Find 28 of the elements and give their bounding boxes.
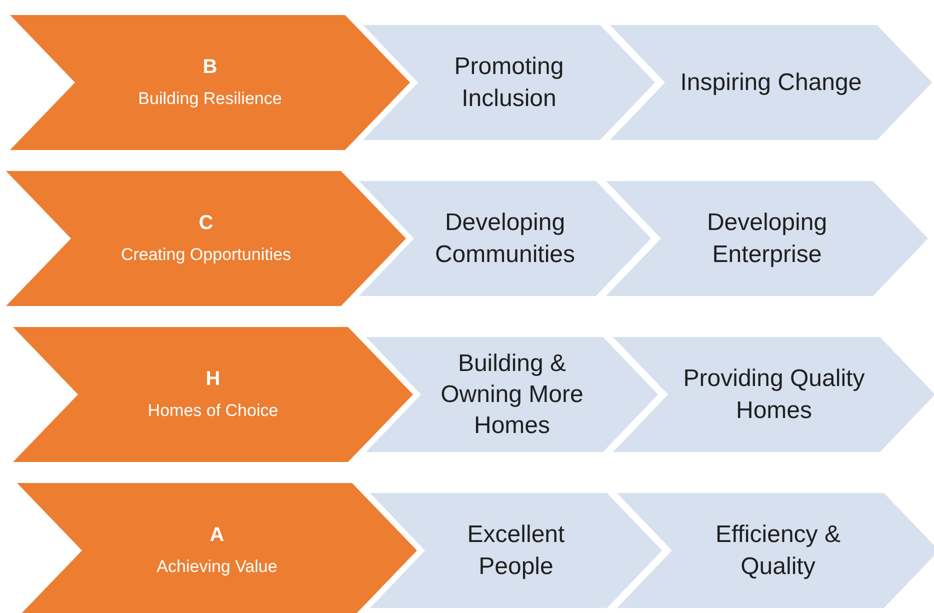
step-label: Developing Enterprise: [706, 208, 828, 270]
chevron-heading: [13, 327, 413, 462]
chevron-step: [617, 493, 934, 608]
heading-letter: H: [206, 368, 220, 391]
chevron-step: [370, 493, 662, 608]
step-label: Providing Quality Homes: [682, 364, 866, 426]
heading-title: Creating Opportunities: [120, 245, 292, 265]
chevron-heading: [6, 171, 406, 306]
chevron-heading: [10, 15, 410, 150]
chevron-step: [363, 25, 655, 140]
heading-title: Achieving Value: [156, 557, 278, 577]
step-label: Building & Owning More Homes: [440, 348, 584, 442]
heading-letter: C: [198, 212, 214, 235]
chevron-step: [359, 181, 651, 296]
heading-letter: B: [202, 56, 218, 79]
step-label: Efficiency & Quality: [714, 520, 842, 582]
heading-letter: A: [210, 524, 224, 547]
chevron-step: [366, 337, 658, 452]
heading-title: Building Resilience: [138, 89, 282, 109]
chevron-step: [610, 25, 932, 140]
step-label: Inspiring Change: [680, 68, 862, 98]
step-label: Developing Communities: [434, 208, 576, 270]
heading-title: Homes of Choice: [148, 401, 278, 421]
chevron-step: [606, 181, 928, 296]
step-label: Promoting Inclusion: [453, 52, 565, 114]
chevron-step: [613, 337, 934, 452]
step-label: Excellent People: [466, 520, 566, 582]
chevron-heading: [17, 483, 417, 613]
